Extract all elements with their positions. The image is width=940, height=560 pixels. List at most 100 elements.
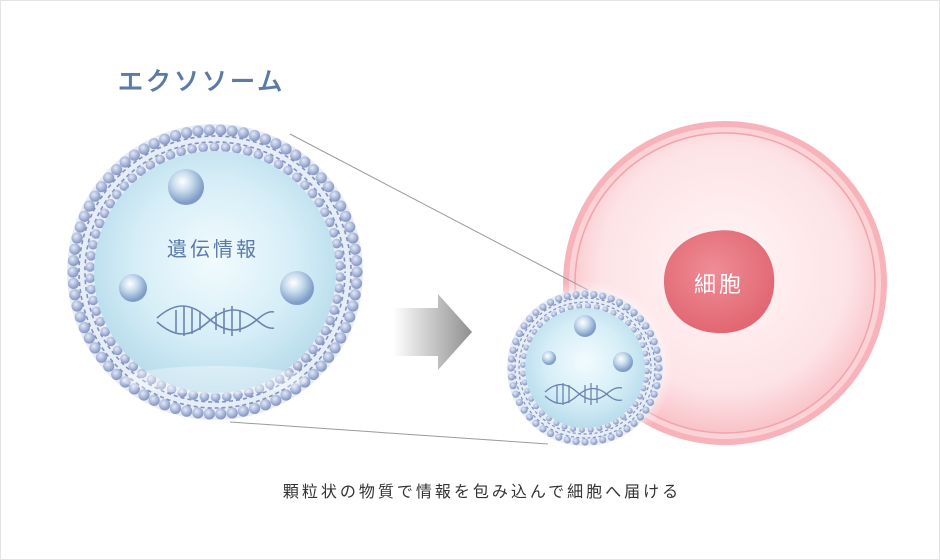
membrane-bead xyxy=(71,232,83,244)
membrane-bead xyxy=(520,322,528,330)
membrane-bead xyxy=(640,385,647,392)
membrane-bead xyxy=(563,292,571,300)
membrane-bead xyxy=(570,425,577,432)
membrane-bead xyxy=(242,146,253,157)
membrane-bead xyxy=(643,368,650,375)
membrane-bead xyxy=(284,367,294,378)
membrane-bead xyxy=(169,130,182,142)
membrane-bead xyxy=(291,172,302,183)
membrane-bead xyxy=(349,289,361,301)
membrane-bead xyxy=(136,166,146,177)
membrane-bead xyxy=(300,353,311,363)
membrane-bead xyxy=(83,332,95,344)
membrane-bead xyxy=(203,408,215,420)
membrane-bead xyxy=(119,376,131,388)
membrane-bead xyxy=(329,342,341,354)
membrane-bead xyxy=(187,144,197,154)
membrane-bead xyxy=(314,197,324,208)
membrane-bead xyxy=(520,370,527,377)
membrane-bead xyxy=(340,322,352,334)
membrane-bead xyxy=(290,149,302,161)
membrane-bead xyxy=(215,408,227,420)
membrane-bead xyxy=(280,389,292,401)
membrane-bead xyxy=(555,433,563,441)
membrane-bead xyxy=(331,238,342,249)
membrane-bead xyxy=(220,142,231,153)
vesicle-ball xyxy=(613,352,633,372)
membrane-bead xyxy=(615,298,623,307)
membrane-bead xyxy=(290,383,302,395)
membrane-bead xyxy=(192,407,204,419)
membrane-bead xyxy=(653,382,661,390)
membrane-bead xyxy=(226,125,238,137)
membrane-bead xyxy=(71,300,83,312)
membrane-bead xyxy=(509,346,517,354)
membrane-bead xyxy=(280,143,292,155)
membrane-bead xyxy=(320,325,331,336)
membrane-bead xyxy=(590,437,598,446)
membrane-bead xyxy=(654,373,663,381)
membrane-bead xyxy=(523,344,530,351)
membrane-bead xyxy=(654,355,663,363)
membrane-bead xyxy=(526,413,534,421)
dna-icon xyxy=(156,305,275,336)
membrane-bead xyxy=(159,133,171,145)
membrane-bead xyxy=(324,217,335,228)
membrane-bead xyxy=(572,290,580,299)
membrane-bead xyxy=(307,368,319,381)
membrane-bead xyxy=(308,344,318,355)
membrane-bead xyxy=(655,364,663,372)
membrane-bead xyxy=(332,294,342,305)
membrane-bead xyxy=(646,330,655,338)
membrane-bead xyxy=(319,207,330,218)
membrane-bead xyxy=(615,429,623,438)
membrane-bead xyxy=(578,426,585,433)
membrane-bead xyxy=(69,243,81,255)
membrane-bead xyxy=(350,254,363,267)
membrane-bead xyxy=(607,295,615,303)
membrane-bead xyxy=(226,407,238,419)
membrane-bead xyxy=(248,130,261,142)
membrane-bead xyxy=(300,180,310,190)
vesicle-ball xyxy=(119,274,147,302)
membrane-bead xyxy=(176,146,186,157)
membrane-bead xyxy=(127,173,138,184)
membrane-bead xyxy=(210,392,221,402)
membrane-bead xyxy=(512,390,520,398)
membrane-bead xyxy=(128,383,140,395)
cell-nucleus xyxy=(663,230,775,334)
membrane-bead xyxy=(95,351,108,363)
membrane-bead xyxy=(181,127,193,139)
dna-icon xyxy=(544,383,623,405)
membrane-bead xyxy=(630,419,638,427)
membrane-bead xyxy=(334,283,344,293)
membrane-bead xyxy=(128,149,140,161)
membrane-bead xyxy=(328,227,339,238)
membrane-bead xyxy=(283,165,293,176)
membrane-bead xyxy=(639,342,646,349)
membrane-bead xyxy=(515,398,524,406)
membrane-bead xyxy=(74,311,86,323)
membrane-bead xyxy=(335,200,347,212)
cell-label: 細胞 xyxy=(694,273,744,298)
membrane-bead xyxy=(292,360,303,371)
membrane-bead xyxy=(188,390,199,400)
membrane-bead xyxy=(322,181,335,193)
membrane-bead xyxy=(78,322,90,334)
membrane-bead xyxy=(630,309,638,317)
membrane-bead xyxy=(509,382,517,390)
membrane-bead xyxy=(74,221,86,233)
vesicle-ball xyxy=(574,315,596,337)
membrane-bead xyxy=(198,142,208,153)
membrane-bead xyxy=(329,190,341,202)
membrane-bead xyxy=(103,360,115,372)
membrane-bead xyxy=(507,364,515,372)
membrane-bead xyxy=(315,360,327,372)
membrane-bead xyxy=(254,384,265,394)
diagram-caption: 顆粒状の物質で情報を包み込んで細胞へ届ける xyxy=(283,482,681,501)
membrane-bead xyxy=(607,433,615,441)
membrane-beads-outer xyxy=(67,124,363,420)
membrane-bead xyxy=(111,368,123,381)
membrane-bead xyxy=(248,402,261,414)
